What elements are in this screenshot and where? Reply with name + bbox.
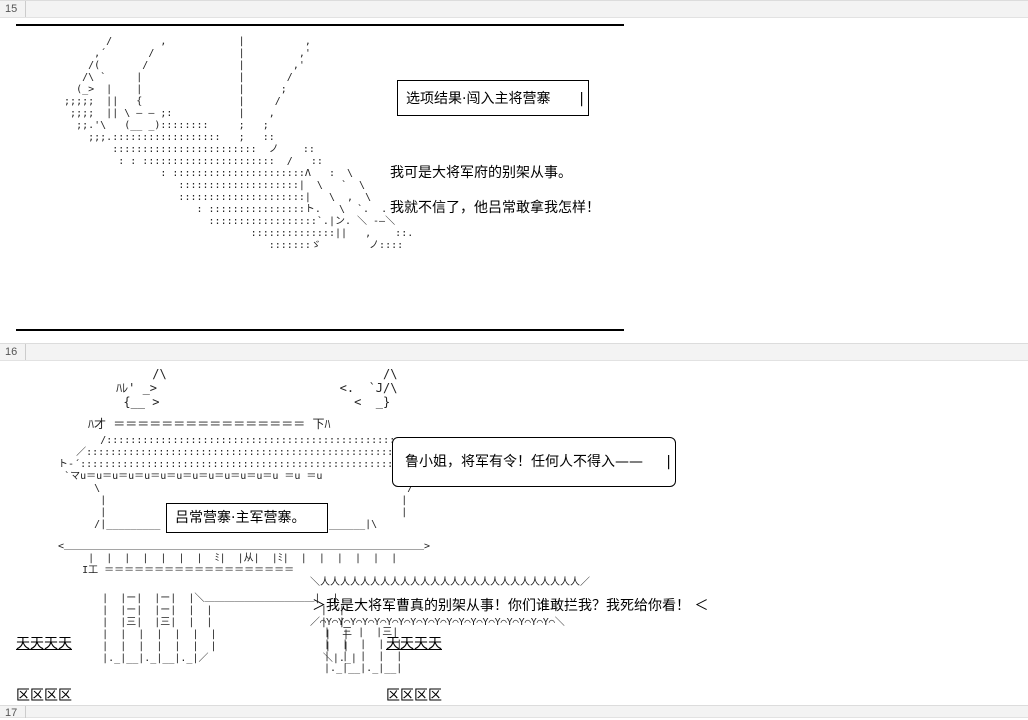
speech-bubble: 鲁小姐，将军有令！任何人不得入—— | <box>392 437 676 487</box>
top-rule <box>16 24 624 26</box>
gate-sign: 吕常营寨·主军营寨。 <box>166 503 328 533</box>
banner-line: ﾊ才 ＝＝＝＝＝＝＝＝＝＝＝＝＝＝＝＝ 下ﾊ <box>88 417 331 431</box>
roof-art: /:::::::::::::::::::::::::::::::::::::::… <box>58 435 659 530</box>
shout-wave-bottom: ／⌒Y⌒Y⌒Y⌒Y⌒Y⌒Y⌒Y⌒Y⌒Y⌒Y⌒Y⌒Y⌒Y⌒Y⌒Y⌒Y⌒Y⌒Y⌒Y⌒… <box>310 617 565 628</box>
gate-sign-text: 吕常营寨·主军营寨。 <box>175 510 306 526</box>
gate-pillars-art: | |ー| |ー| |＼＿＿＿＿＿＿＿＿＿＿＿| | | |ー| |ー| | |… <box>102 593 357 664</box>
speech-bubble-edge: | <box>666 454 671 470</box>
panel-number: 16 <box>0 344 26 360</box>
left-guard-art: /\ ﾊﾚ' _> {__ > <box>116 367 167 409</box>
panel-header-17: 17 <box>0 705 1028 719</box>
shout-line: ＞我是大将军曹真的别架从事！你们谁敢拦我？我死给你看！ ＜ <box>312 598 709 614</box>
right-pillars-art: | 三 | |三| | | | | | | | | | | |._|__|._|… <box>324 627 403 674</box>
tian-right: 天天天天 <box>386 636 442 652</box>
right-guard-art: /\ <. `J/\ < _} <box>339 367 398 409</box>
qu-right: 区区区区 <box>386 688 442 704</box>
panel-number: 15 <box>0 1 26 17</box>
bottom-rule <box>16 329 624 331</box>
panel-15: / , | , ,´ / | ,' /( / | ,' /\ ` | | / (… <box>0 18 1028 340</box>
banner-left: ﾊ才 <box>88 417 107 431</box>
panel-number: 17 <box>0 706 26 719</box>
line-1: 我可是大将军府的别架从事。 <box>390 165 572 181</box>
panel-header-16: 16 <box>0 343 1028 361</box>
panel-header-15: 15 <box>0 0 1028 18</box>
qu-left: 区区区区 <box>16 688 72 704</box>
gate-frame-art: <＿＿＿＿＿＿＿＿＿＿＿＿＿＿＿＿＿＿＿＿＿＿＿＿＿＿＿＿＿＿＿＿＿＿＿＿> |… <box>58 541 431 576</box>
caption-box-edge: | <box>579 91 584 107</box>
speech-text: 鲁小姐，将军有令！任何人不得入—— <box>405 454 643 470</box>
panel-16: /\ ﾊﾚ' _> {__ > /\ <. `J/\ < _} ﾊ才 ＝＝＝＝＝… <box>0 361 1028 705</box>
shout-wave-top: ＼人人人人人人人人人人人人人人人人人人人人人人人人人人／ <box>310 577 590 588</box>
caption-text: 选项结果·闯入主将营寨 <box>406 91 551 107</box>
banner-right: 下ﾊ <box>312 417 331 431</box>
walking-feet-art: / , | , ,´ / | ,' /( / | ,' /\ ` | | / (… <box>64 36 414 251</box>
line-2: 我就不信了，他吕常敢拿我怎样！ <box>390 200 600 216</box>
tian-left: 天天天天 <box>16 636 72 652</box>
caption-box: 选项结果·闯入主将营寨 | <box>397 80 589 116</box>
